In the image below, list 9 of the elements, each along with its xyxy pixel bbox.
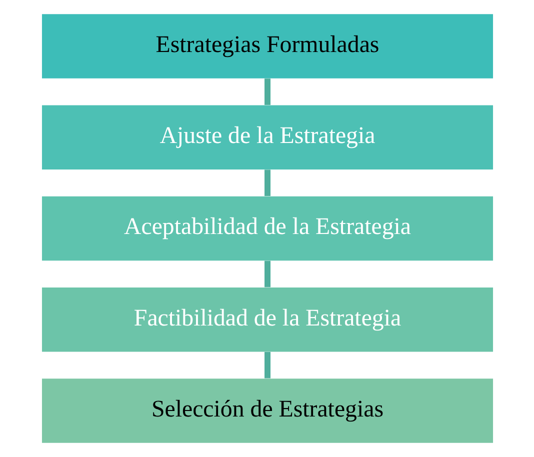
node-box: Aceptabilidad de la Estrategia <box>41 196 493 261</box>
node-box: Ajuste de la Estrategia <box>41 105 493 170</box>
connector <box>264 260 270 288</box>
connector <box>264 78 270 105</box>
node-box: Selección de Estrategias <box>41 378 493 443</box>
connector <box>264 352 270 378</box>
node-box: Factibilidad de la Estrategia <box>41 288 493 352</box>
node-box: Estrategias Formuladas <box>41 14 493 78</box>
connector <box>264 170 270 196</box>
